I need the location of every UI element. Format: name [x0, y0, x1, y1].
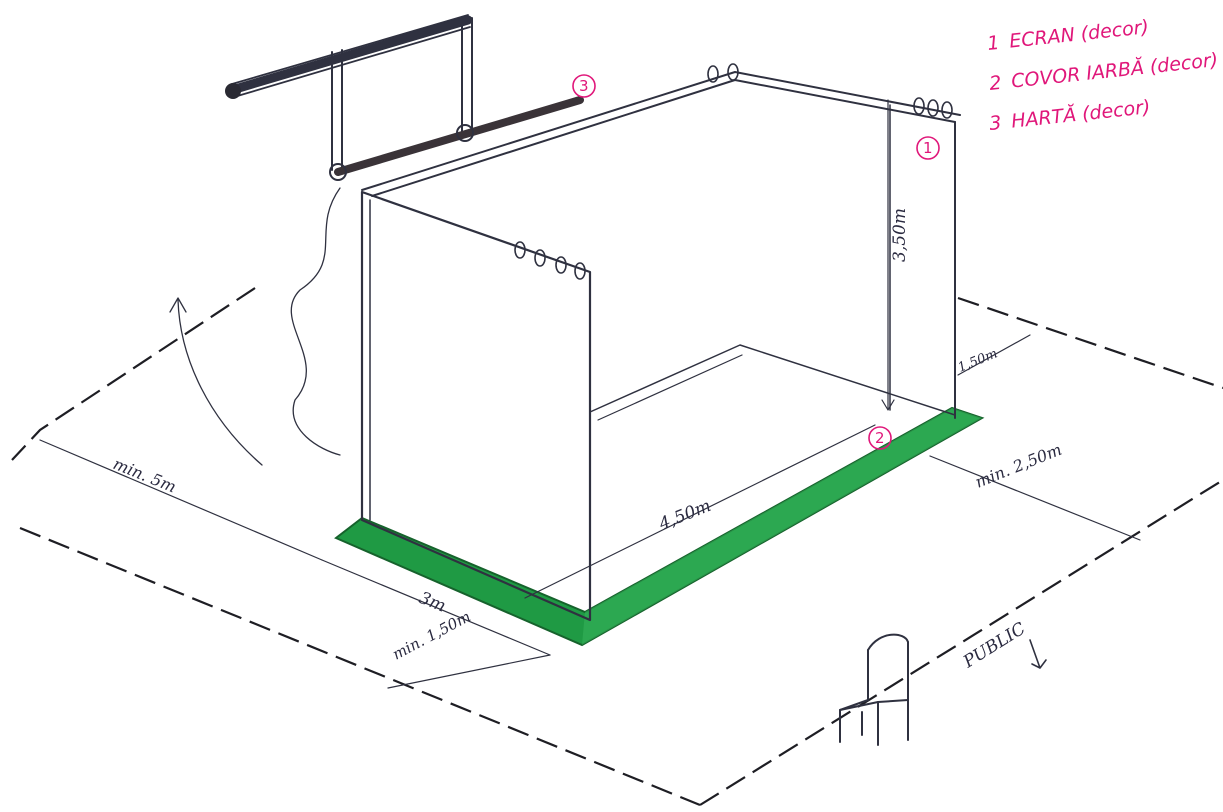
legend-item-2: 2 COVOR IARBĂ (decor): [988, 48, 1219, 95]
legend-item-1: 1 ECRAN (decor): [986, 16, 1150, 55]
right-min-label: min. 2,50m: [972, 440, 1064, 492]
floor-boundary: [11, 287, 1223, 807]
curtain-rings-front: [514, 241, 586, 280]
side-gap-label: 1,50m: [956, 346, 1000, 375]
legend-item-1-text: ECRAN (decor): [1008, 16, 1150, 53]
legend-item-2-text: COVOR IARBĂ (decor): [1010, 48, 1219, 93]
marker-carpet: 2: [868, 426, 892, 450]
dimension-lines: [39, 99, 1141, 689]
marker-carpet-label: 2: [875, 429, 885, 447]
length-label: 4,50m: [655, 496, 713, 535]
marker-screen: 1: [916, 136, 940, 160]
audience-arrow-icon: [1029, 639, 1047, 669]
legend: 1 ECRAN (decor) 2 COVOR IARBĂ (decor) 3 …: [986, 16, 1219, 135]
legend-item-3-number: 3: [988, 112, 1002, 135]
height-label: 3,50m: [890, 208, 910, 262]
audience-chair: [839, 633, 909, 746]
front-min-label: min. 1,50m: [389, 607, 473, 663]
curtain-rings-back: [707, 63, 953, 119]
marker-screen-label: 1: [923, 139, 933, 157]
stage-walls: [360, 71, 961, 622]
legend-item-1-number: 1: [986, 32, 1000, 55]
width-label: 3m: [416, 588, 448, 617]
legend-item-3-text: HARTĂ (decor): [1010, 95, 1151, 132]
marker-map-label: 3: [579, 77, 589, 95]
left-min-label: min. 5m: [111, 454, 179, 496]
legend-item-2-number: 2: [988, 72, 1002, 95]
marker-map: 3: [572, 74, 596, 98]
legend-item-3: 3 HARTĂ (decor): [988, 95, 1151, 135]
audience-label: PUBLIC: [959, 619, 1029, 673]
map-hanging-bar: [169, 14, 584, 466]
